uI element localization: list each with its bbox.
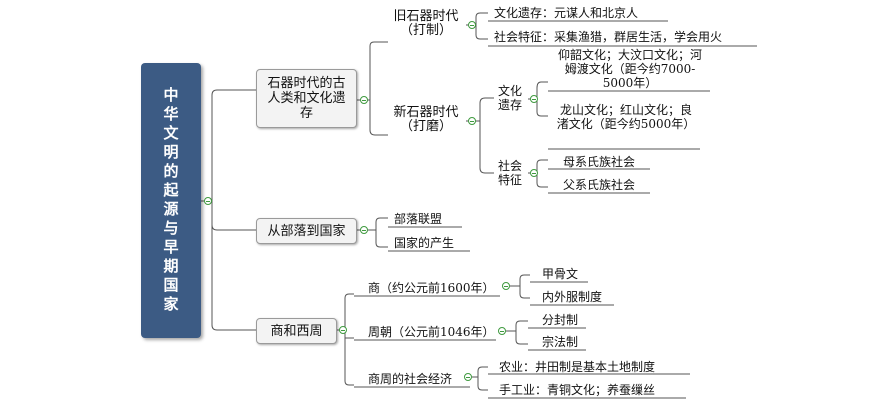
inner-outer-service-system: 内外服制度: [542, 290, 603, 304]
zhou-label[interactable]: 周朝（公元前1046年）: [368, 325, 495, 339]
old-stone-age-society: 社会特征：采集渔猎，群居生活，学会用火: [494, 30, 723, 44]
collapse-economy-icon[interactable]: [464, 373, 472, 381]
state-emergence: 国家的产生: [394, 236, 455, 250]
economy-handicraft: 手工业：青铜文化；养蚕缫丝: [499, 383, 656, 397]
collapse-new-stone-age-icon[interactable]: [468, 117, 476, 125]
collapse-tribe-state-icon[interactable]: [360, 226, 368, 234]
old-stone-age-label[interactable]: 旧石器时代（打制）: [393, 9, 459, 38]
oracle-bone-script: 甲骨文: [542, 267, 579, 281]
topic-tribe-to-state-label: 从部落到国家: [267, 223, 346, 239]
collapse-old-stone-age-icon[interactable]: [468, 21, 476, 29]
enfeoffment-system: 分封制: [542, 313, 579, 327]
society-matrilineal: 母系氏族社会: [563, 155, 636, 169]
collapse-shang-icon[interactable]: [502, 282, 510, 290]
collapse-heritage-icon[interactable]: [530, 95, 538, 103]
topic-stone-age-label: 石器时代的古人类和文化遗存: [267, 76, 346, 121]
economy-agriculture: 农业：井田制是基本土地制度: [499, 360, 656, 374]
tribal-alliance: 部落联盟: [394, 212, 443, 226]
heritage-yangshao: 仰韶文化；大汶口文化；河姆渡文化（距今约7000-5000年）: [557, 48, 702, 90]
collapse-stone-age-icon[interactable]: [360, 96, 368, 104]
topic-tribe-to-state[interactable]: 从部落到国家: [256, 218, 357, 244]
new-heritage-label[interactable]: 文化遗存: [497, 84, 522, 112]
heritage-longshan: 龙山文化；红山文化；良渚文化（距今约5000年）: [556, 103, 696, 131]
collapse-zhou-icon[interactable]: [498, 327, 506, 335]
root-title: 中华文明的起源与早期国家: [161, 86, 180, 315]
shang-label[interactable]: 商（约公元前1600年）: [368, 281, 495, 295]
collapse-root-icon[interactable]: [204, 197, 212, 205]
topic-shang-zhou[interactable]: 商和西周: [256, 318, 337, 344]
root-topic[interactable]: 中华文明的起源与早期国家: [141, 63, 201, 338]
topic-shang-zhou-label: 商和西周: [270, 323, 323, 339]
clan-law-system: 宗法制: [542, 335, 579, 349]
economy-label[interactable]: 商周的社会经济: [368, 372, 453, 386]
new-stone-age-label[interactable]: 新石器时代（打磨）: [393, 105, 459, 134]
topic-stone-age[interactable]: 石器时代的古人类和文化遗存: [256, 69, 357, 128]
collapse-society-icon[interactable]: [530, 169, 538, 177]
society-patrilineal: 父系氏族社会: [563, 178, 636, 192]
collapse-shang-zhou-icon[interactable]: [339, 326, 347, 334]
old-stone-age-heritage: 文化遗存：元谋人和北京人: [494, 6, 639, 20]
new-society-label[interactable]: 社会特征: [497, 159, 522, 187]
